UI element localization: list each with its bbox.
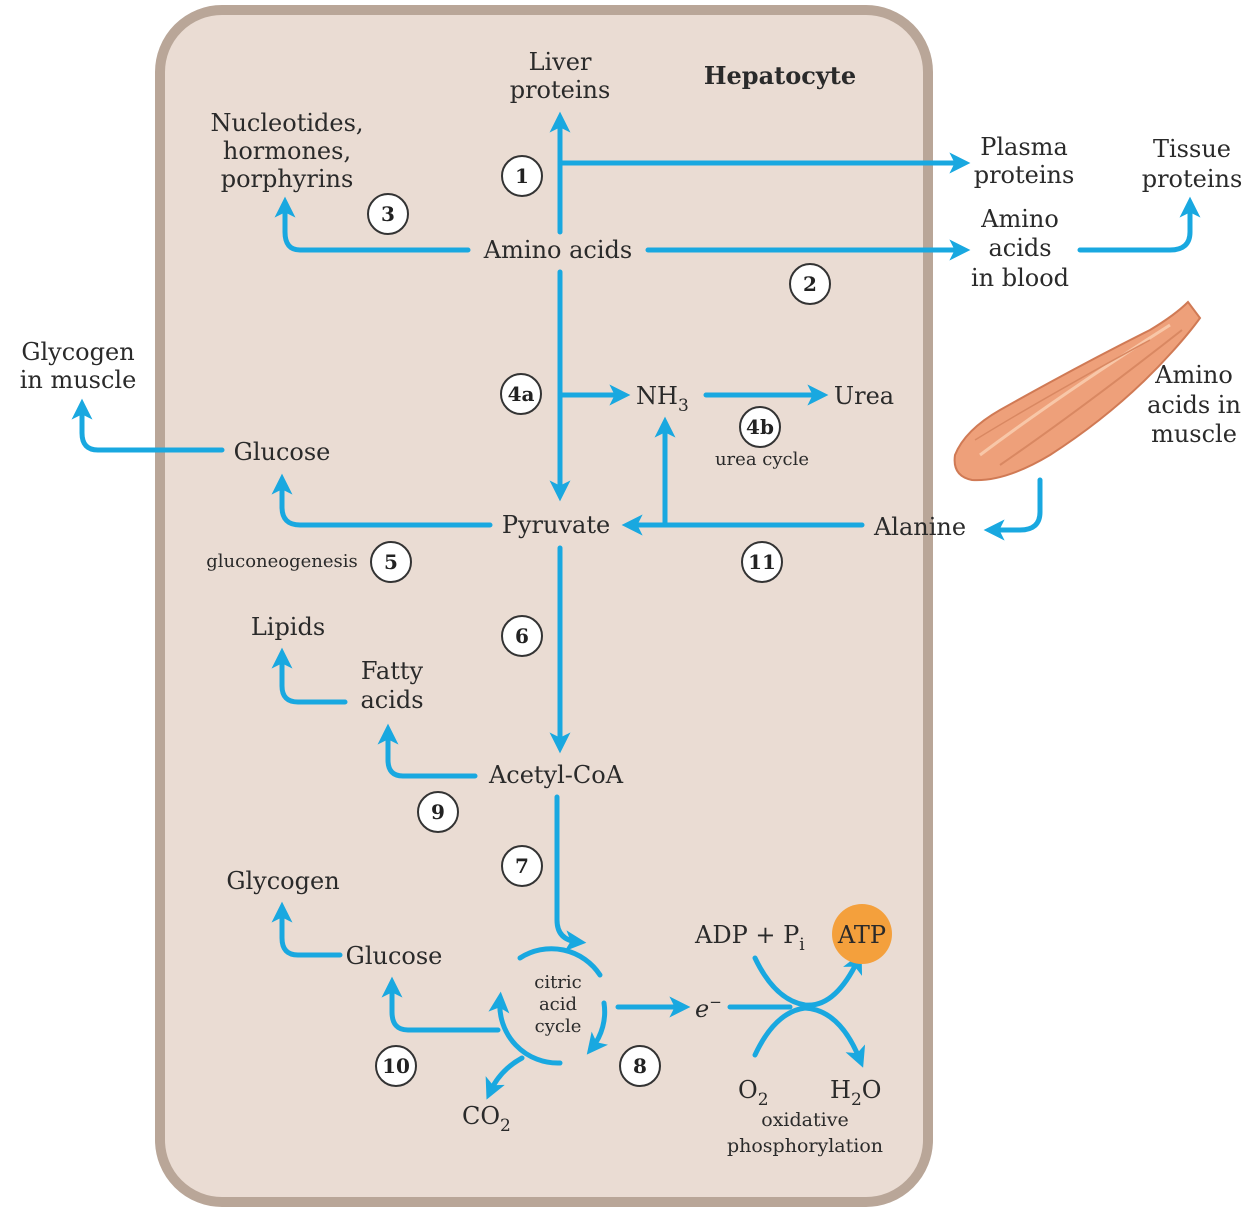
- urea-label: Urea: [834, 382, 894, 410]
- gluconeogenesis-label: gluconeogenesis: [206, 551, 358, 572]
- arrow-muscle-to-alanine: [983, 477, 1043, 541]
- hepatocyte-cell: [155, 5, 933, 1207]
- oxphos-label-line2: phosphorylation: [727, 1135, 883, 1157]
- nucleotides-label-line3: porphyrins: [221, 165, 354, 193]
- acetyl-coa-label: Acetyl-CoA: [488, 761, 624, 789]
- pathway-arrows: [71, 111, 1201, 1100]
- arrow-to-tissue-proteins: [1077, 196, 1201, 253]
- cac-label-line2: acid: [539, 994, 577, 1015]
- step-marker-10: 10: [375, 1045, 417, 1087]
- fatty-acids-label-line2: acids: [360, 686, 423, 714]
- svg-text:3: 3: [381, 202, 395, 226]
- step-markers: 1 2 3 4a 4b 5 6 7 8 9 10 11: [367, 155, 831, 1087]
- pyruvate-label: Pyruvate: [502, 511, 610, 539]
- svg-text:7: 7: [515, 854, 529, 878]
- aa-blood-label-line3: in blood: [971, 264, 1069, 292]
- electron-label: e−: [695, 993, 722, 1023]
- nucleotides-label-line1: Nucleotides,: [210, 109, 363, 137]
- cac-label-line1: citric: [534, 972, 582, 993]
- liver-proteins-label-line2: proteins: [510, 76, 611, 104]
- glucose-upper-label: Glucose: [234, 438, 331, 466]
- arrow-to-nucleotides: [274, 196, 471, 253]
- arrow-to-co2: [485, 1055, 525, 1100]
- arrow-acetylcoa-to-fatty-acids: [377, 723, 478, 779]
- arrow-pyruvate-to-glucose: [271, 473, 493, 528]
- glycogen-muscle-label-line2: in muscle: [20, 366, 137, 394]
- step-marker-5: 5: [370, 541, 412, 583]
- svg-text:8: 8: [633, 1054, 647, 1078]
- svg-text:4a: 4a: [508, 382, 535, 406]
- step-marker-3: 3: [367, 193, 409, 235]
- oxphos-label-line1: oxidative: [761, 1109, 848, 1131]
- nh3-label: NH3: [636, 382, 689, 416]
- plasma-proteins-label-line2: proteins: [974, 161, 1075, 189]
- tissue-proteins-label-line1: Tissue: [1153, 135, 1231, 163]
- o2-label: O2: [738, 1076, 769, 1110]
- aa-blood-label-line2: acids: [988, 234, 1051, 262]
- aa-blood-label-line1: Amino: [980, 205, 1059, 233]
- step-marker-11: 11: [741, 541, 783, 583]
- tissue-proteins-label-line2: proteins: [1142, 165, 1243, 193]
- labels: Liver proteins Nucleotides, hormones, po…: [20, 48, 1243, 1157]
- step-marker-8: 8: [619, 1045, 661, 1087]
- glycogen-muscle-label-line1: Glycogen: [21, 338, 134, 366]
- step-marker-4b: 4b: [739, 406, 781, 448]
- alanine-label: Alanine: [873, 513, 966, 541]
- arrow-fatty-acids-to-lipids: [271, 647, 348, 705]
- muscle-illustration: [953, 300, 1202, 482]
- svg-text:4b: 4b: [746, 415, 774, 439]
- svg-text:10: 10: [382, 1054, 410, 1078]
- co2-label: CO2: [462, 1102, 511, 1136]
- step-marker-2: 2: [789, 263, 831, 305]
- plasma-proteins-label-line1: Plasma: [980, 133, 1068, 161]
- cac-label-line3: cycle: [535, 1016, 582, 1037]
- liver-proteins-label-line1: Liver: [529, 48, 592, 76]
- arrow-adp-to-atp: [752, 952, 863, 1008]
- aa-muscle-label-line3: muscle: [1151, 420, 1237, 448]
- glycogen-lower-label: Glycogen: [226, 867, 339, 895]
- arrow-o2-to-h2o: [752, 1005, 866, 1068]
- aa-muscle-label-line2: acids in: [1147, 391, 1241, 419]
- urea-cycle-label: urea cycle: [715, 449, 809, 470]
- arrow-cac-to-glucose: [381, 976, 501, 1033]
- citric-acid-cycle-ring: [517, 946, 603, 978]
- svg-text:5: 5: [384, 550, 398, 574]
- arrow-glucose-to-glycogen: [271, 901, 343, 958]
- lipids-label: Lipids: [251, 613, 325, 641]
- adp-pi-label: ADP + Pi: [694, 921, 805, 955]
- fatty-acids-label-line1: Fatty: [361, 657, 424, 685]
- svg-text:1: 1: [515, 164, 529, 188]
- svg-text:6: 6: [515, 624, 529, 648]
- glucose-lower-label: Glucose: [346, 942, 443, 970]
- svg-text:2: 2: [803, 272, 817, 296]
- nucleotides-label-line2: hormones,: [223, 137, 351, 165]
- amino-acids-label: Amino acids: [483, 236, 632, 264]
- h2o-label: H2O: [830, 1076, 881, 1110]
- atp-badge: [832, 904, 892, 964]
- svg-text:11: 11: [748, 550, 776, 574]
- step-marker-9: 9: [417, 791, 459, 833]
- step-marker-4a: 4a: [500, 373, 542, 415]
- cell-title: Hepatocyte: [704, 61, 856, 90]
- arrow-acetylcoa-to-cac: [554, 794, 587, 952]
- aa-muscle-label-line1: Amino: [1154, 361, 1233, 389]
- step-marker-7: 7: [501, 845, 543, 887]
- svg-text:9: 9: [431, 800, 445, 824]
- arrow-glucose-to-muscle-glycogen: [71, 398, 225, 453]
- atp-label: ATP: [837, 921, 886, 949]
- step-marker-1: 1: [501, 155, 543, 197]
- step-marker-6: 6: [501, 615, 543, 657]
